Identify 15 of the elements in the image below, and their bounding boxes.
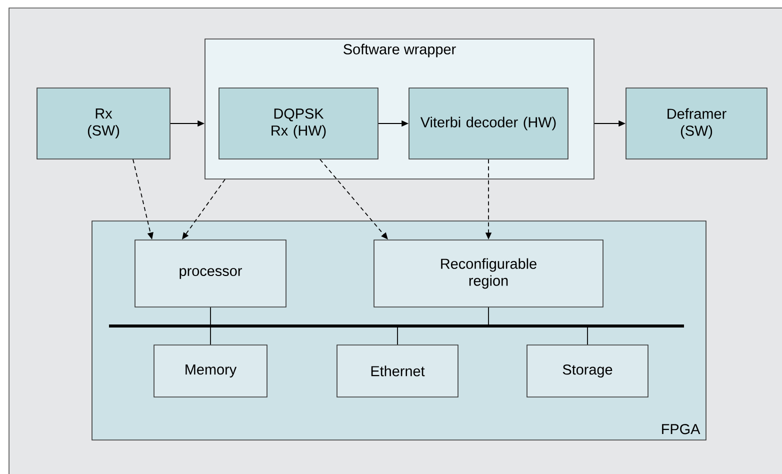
- process-box: DQPSK Rx (HW): [218, 88, 378, 160]
- component-box: Reconfigurable region: [374, 240, 604, 308]
- connector-line: [210, 326, 211, 346]
- connector-line: [397, 326, 398, 346]
- component-box: Ethernet: [336, 344, 458, 398]
- process-box: Deframer (SW): [626, 88, 768, 160]
- bus-bar: [109, 324, 684, 328]
- connector-line: [210, 306, 211, 326]
- component-box: Memory: [154, 344, 268, 398]
- connector-line: [488, 306, 489, 326]
- component-box: Storage: [526, 344, 648, 398]
- component-box: processor: [134, 240, 286, 308]
- connector-line: [587, 326, 588, 346]
- process-box: Rx (SW): [36, 88, 170, 160]
- process-box: Viterbi decoder (HW): [408, 88, 568, 160]
